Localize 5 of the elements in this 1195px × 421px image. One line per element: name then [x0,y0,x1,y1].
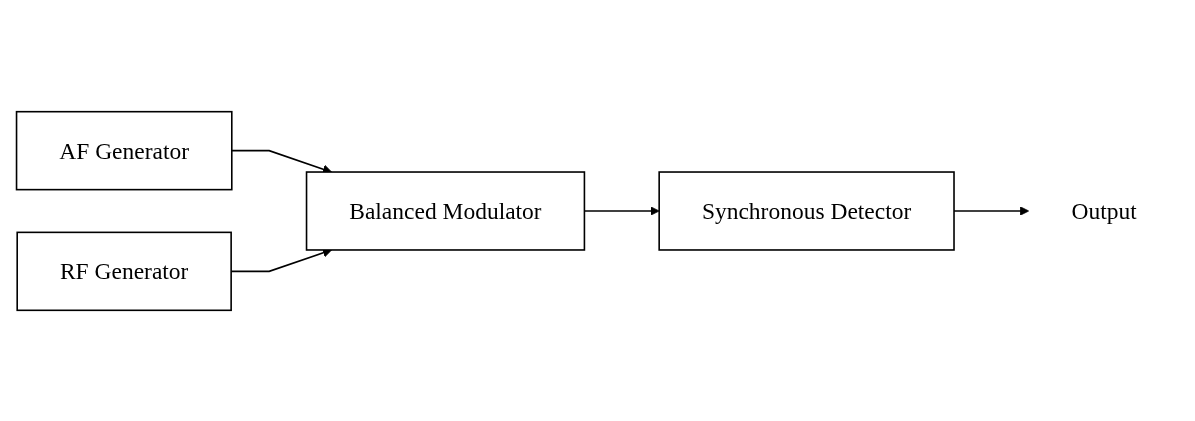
node-box: Balanced Modulator [305,170,585,251]
node-box: AF Generator [15,110,233,190]
node-text: Output [1070,197,1137,224]
node-box: RF Generator [15,231,232,311]
node-box: Synchronous Detector [657,170,955,251]
